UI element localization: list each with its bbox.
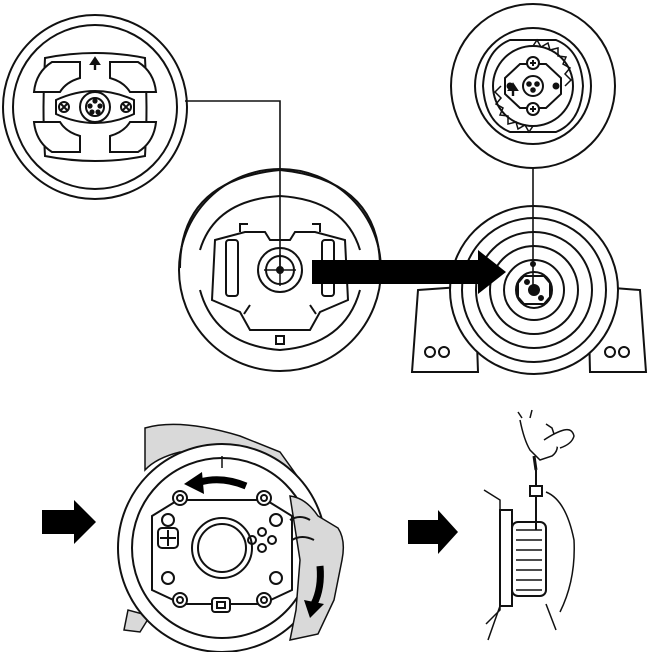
base-shaft-closeup: [451, 4, 615, 168]
screw-tightening-view: [484, 410, 574, 640]
step-arrow-right-icon: [408, 510, 458, 554]
wheel-rotation-view: [118, 424, 343, 652]
wheel-base: [412, 206, 646, 374]
wheel-hub-closeup: [3, 15, 187, 199]
step-arrow-left-icon: [42, 500, 96, 544]
